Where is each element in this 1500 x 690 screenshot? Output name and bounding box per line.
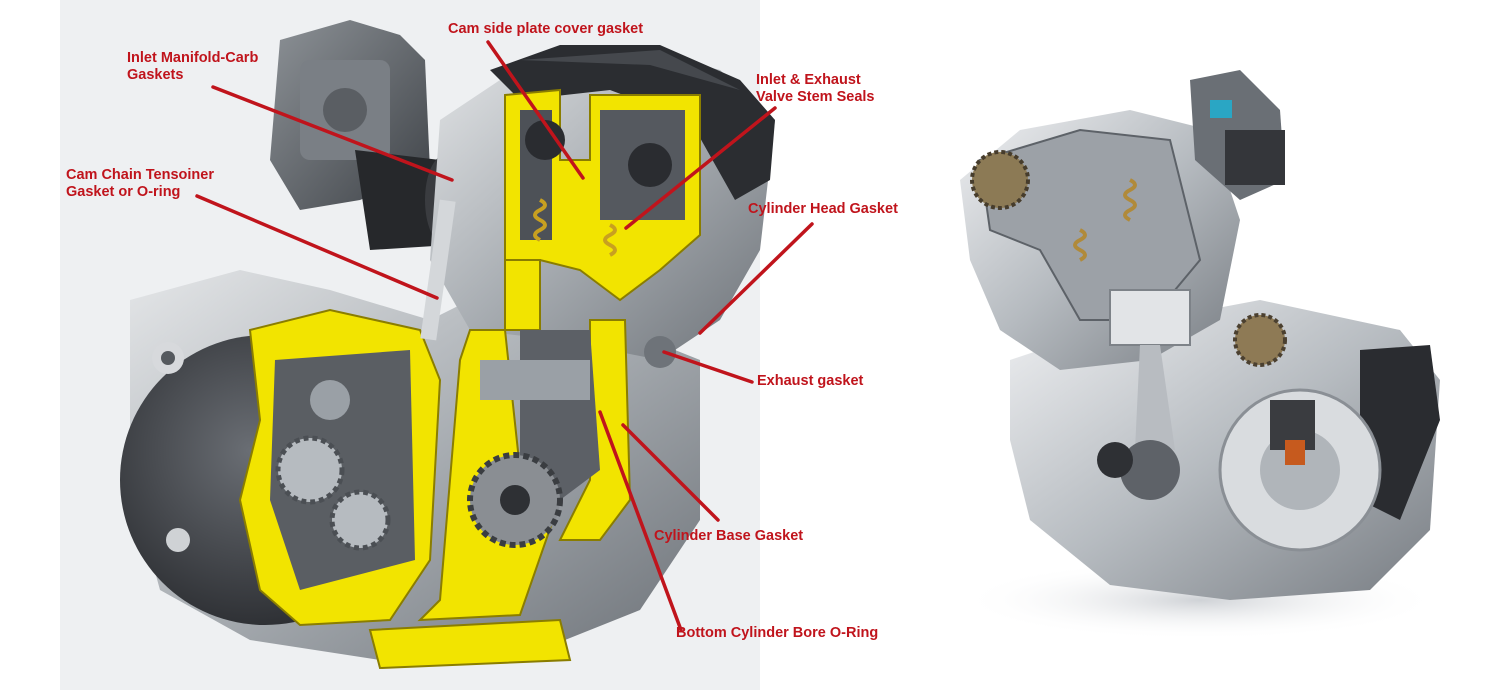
label-text-line-2: Valve Stem Seals	[756, 89, 875, 105]
label-cam-side-plate-cover-gasket: Cam side plate cover gasket	[448, 21, 643, 38]
leader-inlet-manifold	[211, 85, 454, 182]
leader-valve-stem	[624, 106, 777, 230]
label-text-line-1: Inlet & Exhaust	[756, 72, 861, 88]
label-text: Cylinder Head Gasket	[748, 201, 898, 217]
leader-cam-side-cover	[486, 40, 585, 180]
label-text: Cam side plate cover gasket	[448, 21, 644, 37]
label-text-line-1: Cam Chain Tensoiner	[66, 167, 214, 183]
label-text: Cylinder Base Gasket	[654, 528, 804, 544]
leader-bore-oring	[598, 410, 683, 632]
label-inlet-manifold-carb-gaskets: Inlet Manifold-Carb Gaskets	[127, 50, 258, 84]
label-exhaust-gasket: Exhaust gasket	[757, 373, 863, 390]
label-text-line-2: Gasket or O-ring	[66, 184, 181, 200]
label-text: Bottom Cylinder Bore O-Ring	[676, 625, 879, 641]
leader-cylinder-head	[698, 222, 814, 335]
leader-exhaust	[662, 350, 754, 384]
label-text-line-1: Inlet Manifold-Carb	[127, 50, 259, 66]
leader-tensioner	[195, 194, 439, 300]
label-cam-chain-tensioner-gasket: Cam Chain Tensoiner Gasket or O-ring	[66, 167, 214, 201]
label-bottom-cylinder-bore-oring: Bottom Cylinder Bore O-Ring	[676, 625, 878, 642]
label-cylinder-head-gasket: Cylinder Head Gasket	[748, 201, 898, 218]
leader-cylinder-base	[621, 423, 720, 522]
label-text: Exhaust gasket	[757, 373, 864, 389]
label-text-line-2: Gaskets	[127, 67, 184, 83]
label-cylinder-base-gasket: Cylinder Base Gasket	[654, 528, 803, 545]
label-valve-stem-seals: Inlet & Exhaust Valve Stem Seals	[756, 72, 875, 106]
